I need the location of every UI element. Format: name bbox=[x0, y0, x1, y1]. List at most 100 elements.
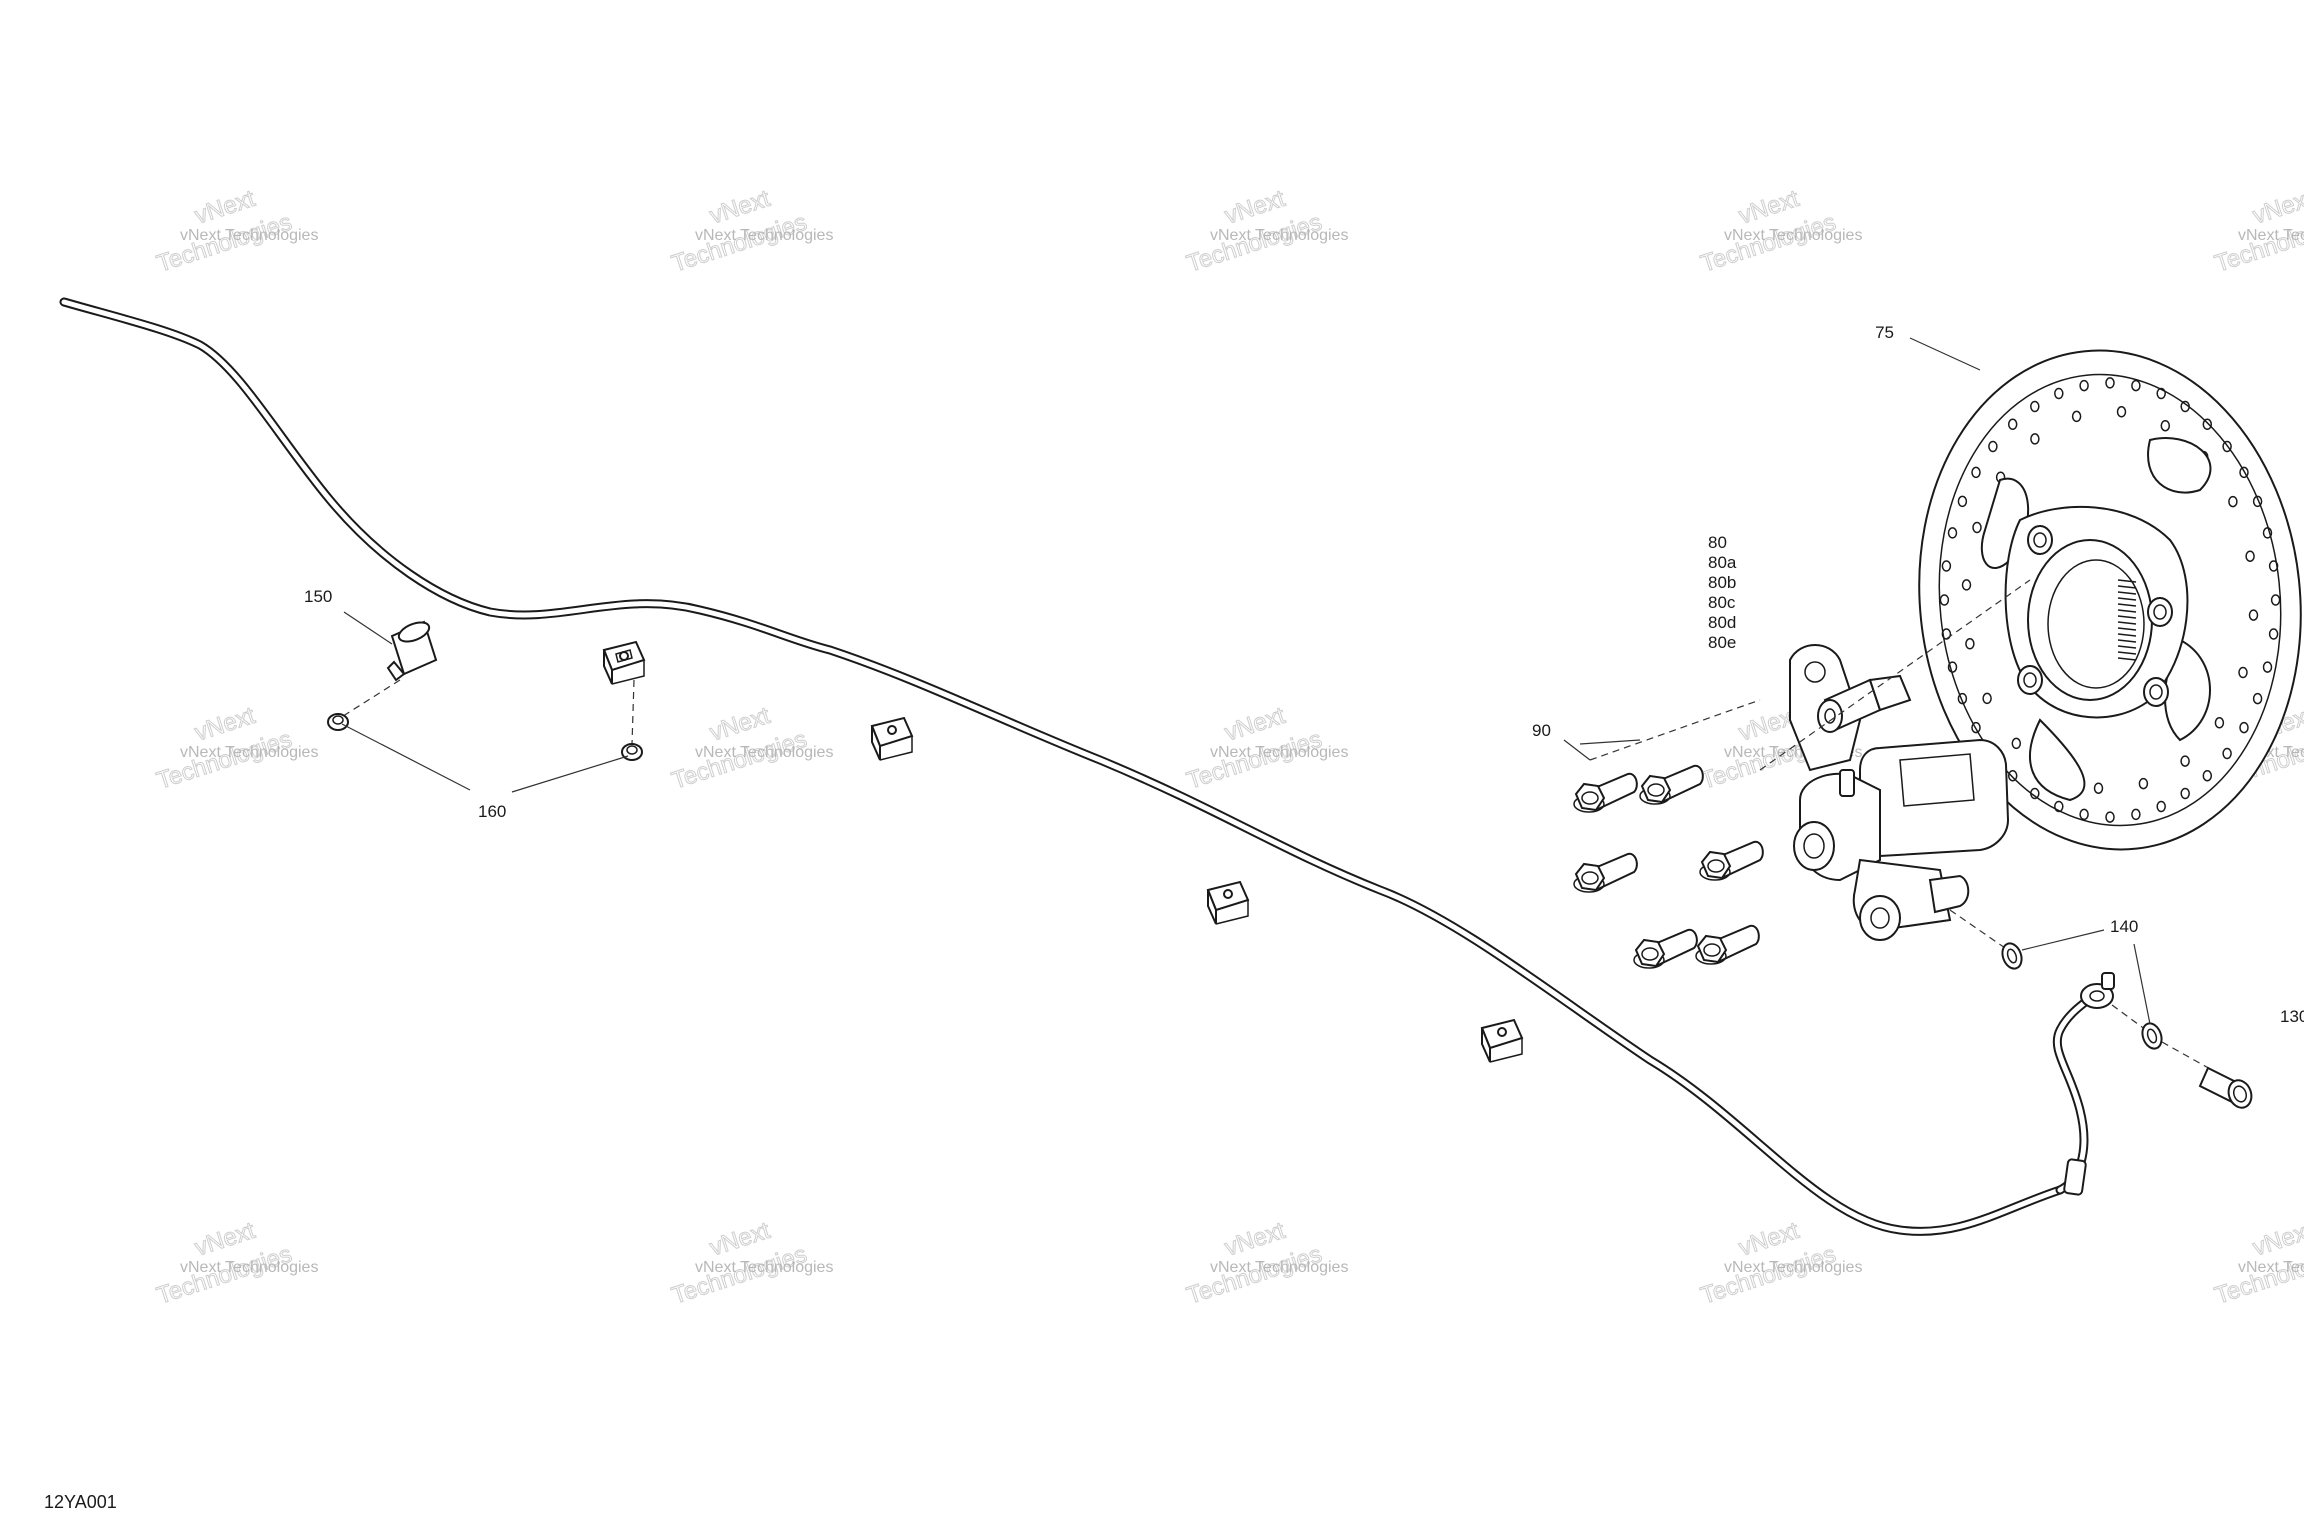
disc-vent-hole bbox=[2079, 808, 2089, 821]
disc-vent-hole bbox=[2079, 379, 2089, 392]
disc-vent-hole bbox=[2252, 692, 2263, 705]
callout-140: 140 bbox=[2110, 917, 2138, 936]
watermark-text: vNext Technologies bbox=[1210, 227, 1348, 244]
disc-vent-hole bbox=[1972, 521, 1982, 534]
disc-vent-hole bbox=[1941, 560, 1952, 572]
disc-vent-hole bbox=[2180, 755, 2190, 767]
callout-80e: 80e bbox=[1708, 633, 1736, 652]
watermark-text: vNext Technologies bbox=[695, 744, 833, 761]
disc-vent-hole bbox=[2138, 777, 2149, 790]
hub-spline bbox=[2117, 603, 2137, 607]
disc-vent-hole bbox=[1971, 466, 1981, 479]
hub-spline bbox=[2117, 609, 2137, 613]
disc-vent-hole bbox=[1982, 692, 1992, 705]
brake-caliper bbox=[1789, 644, 2010, 941]
disc-vent-hole bbox=[1947, 527, 1958, 539]
disc-vent-hole bbox=[2239, 466, 2249, 479]
callout-80b: 80b bbox=[1708, 573, 1736, 592]
callout-80c: 80c bbox=[1708, 593, 1736, 612]
watermark-text: vNext Technologies bbox=[2238, 227, 2304, 244]
disc-vent-hole bbox=[2131, 808, 2141, 821]
watermark-text: vNext Technologies bbox=[180, 227, 318, 244]
watermark-text: vNext Technologies bbox=[2238, 1259, 2304, 1276]
disc-vent-hole bbox=[2228, 495, 2238, 508]
bolt bbox=[1695, 924, 1760, 965]
washer-140-a bbox=[2001, 942, 2023, 970]
hub-spline bbox=[2117, 597, 2137, 601]
hub-spline bbox=[2117, 591, 2137, 595]
callout-130: 130 bbox=[2280, 1007, 2304, 1026]
disc-vent-hole bbox=[2222, 747, 2232, 760]
callout-160: 160 bbox=[478, 802, 506, 821]
watermark-text: vNext Technologies bbox=[180, 1259, 318, 1276]
callout-75: 75 bbox=[1875, 323, 1894, 342]
bolt bbox=[1633, 928, 1698, 969]
nut-160-a bbox=[327, 713, 349, 731]
disc-vent-hole bbox=[2030, 400, 2040, 413]
disc-vent-hole bbox=[2270, 594, 2281, 606]
disc-hub bbox=[2004, 505, 2189, 719]
disc-vent-hole bbox=[2054, 387, 2064, 400]
disc-vent-hole bbox=[2214, 717, 2225, 729]
hub-spline bbox=[2117, 645, 2137, 649]
watermark-text: vNext Technologies bbox=[180, 744, 318, 761]
disc-vent-hole bbox=[2202, 418, 2213, 431]
disc-vent-hole bbox=[2011, 737, 2022, 750]
hose-clip-2 bbox=[870, 716, 914, 761]
disc-vent-hole bbox=[2105, 377, 2115, 389]
callout-80a: 80a bbox=[1708, 553, 1737, 572]
leader-lines bbox=[341, 337, 2151, 1025]
disc-vent-hole bbox=[2071, 410, 2082, 423]
hub-spline bbox=[2117, 651, 2137, 655]
hub-spline bbox=[2117, 579, 2137, 583]
disc-vent-hole bbox=[1957, 495, 1968, 508]
disc-vent-hole bbox=[2131, 379, 2141, 392]
disc-vent-hole bbox=[2248, 609, 2259, 621]
disc-vent-hole bbox=[2156, 387, 2166, 400]
disc-vent-hole bbox=[2238, 666, 2248, 679]
disc-vent-hole bbox=[2054, 800, 2064, 813]
watermark-text: vNext Technologies bbox=[1724, 227, 1862, 244]
banjo-bolt-130 bbox=[2198, 1066, 2253, 1109]
disc-vent-hole bbox=[1947, 661, 1958, 673]
brake-line bbox=[59, 297, 2115, 1236]
callout-80: 80 bbox=[1708, 533, 1727, 552]
disc-vent-hole bbox=[1971, 721, 1981, 734]
hose-clip-4 bbox=[1480, 1018, 1524, 1063]
disc-vent-hole bbox=[2239, 721, 2249, 734]
bolt bbox=[1573, 852, 1638, 893]
diagram-reference-code: 12YA001 bbox=[44, 1492, 117, 1512]
hub-spline bbox=[2117, 585, 2137, 589]
disc-vent-hole bbox=[2252, 495, 2263, 508]
disc-vent-hole bbox=[2262, 527, 2273, 539]
disc-vent-hole bbox=[1965, 638, 1975, 650]
disc-vent-hole bbox=[1939, 594, 1950, 606]
watermark-text: vNext Technologies bbox=[1210, 1259, 1348, 1276]
hub-spline bbox=[2117, 657, 2137, 661]
disc-vent-hole bbox=[2262, 661, 2273, 673]
callout-150: 150 bbox=[304, 587, 332, 606]
callout-90: 90 bbox=[1532, 721, 1551, 740]
hose-clip-1 bbox=[602, 640, 646, 685]
hose-clip-3 bbox=[1206, 880, 1250, 925]
watermark-vnext: vNext bbox=[2250, 1217, 2304, 1262]
disc-vent-hole bbox=[2268, 560, 2279, 572]
washer-140-b bbox=[2141, 1022, 2163, 1050]
watermark-text: vNext Technologies bbox=[695, 227, 833, 244]
watermark-vnext: vNext bbox=[2250, 185, 2304, 230]
watermark-text: vNext Technologies bbox=[1210, 744, 1348, 761]
banjo-fitting bbox=[2080, 972, 2115, 1009]
bolt bbox=[1699, 840, 1764, 881]
hub-spline bbox=[2117, 627, 2137, 631]
disc-vent-hole bbox=[2007, 418, 2018, 431]
